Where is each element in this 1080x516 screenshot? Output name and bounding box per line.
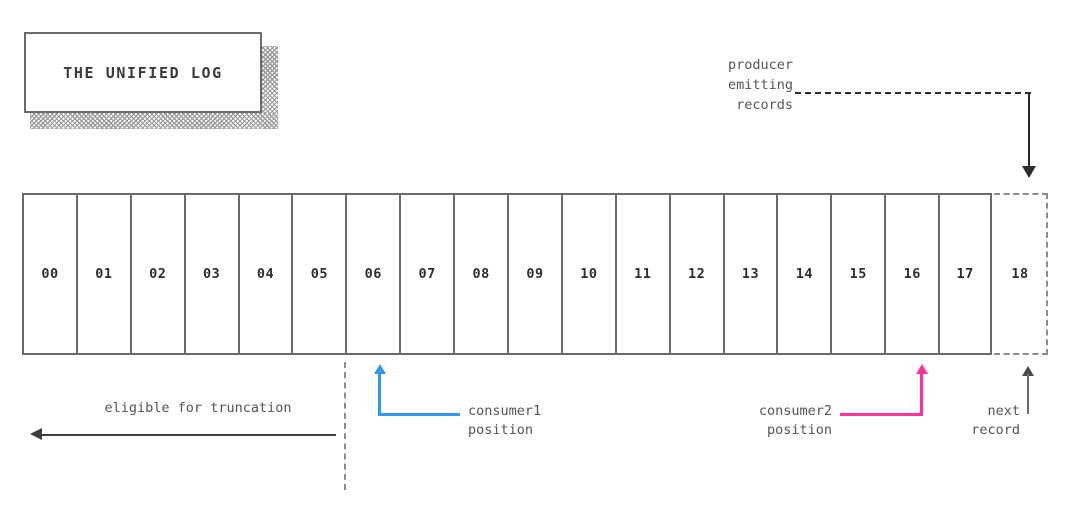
next-record-label: next record: [971, 403, 1020, 438]
log-cell: 15: [830, 193, 885, 355]
consumer1-arrow-icon: [374, 364, 386, 374]
title-card-shadow-bottom: [30, 113, 278, 129]
consumer1-connector-vertical: [378, 372, 381, 416]
log-cell-label: 11: [634, 266, 652, 282]
log-cell-label: 13: [741, 266, 760, 282]
log-cell-label: 09: [526, 266, 544, 282]
consumer1-label: consumer1 position: [468, 403, 542, 438]
log-cell: 03: [183, 193, 238, 355]
log-cell-label: 07: [418, 266, 436, 282]
log-cell-label: 17: [956, 266, 974, 282]
producer-label: producer emitting records: [727, 57, 793, 113]
log-cell-label: 14: [795, 266, 814, 282]
next-record-connector-vertical: [1027, 374, 1029, 414]
log-cell: 18: [994, 193, 1048, 355]
log-cell: 12: [668, 193, 723, 355]
log-cell-label: 00: [41, 266, 59, 282]
log-cell-label: 15: [849, 266, 867, 282]
log-cell: 16: [884, 193, 939, 355]
log-cell: 17: [938, 193, 993, 355]
title-card-shadow-right: [262, 46, 278, 129]
log-cell: 05: [291, 193, 346, 355]
log-cell: 11: [614, 193, 669, 355]
log-cell-label: 04: [256, 266, 275, 282]
consumer1-connector-horizontal: [378, 413, 460, 416]
log-cell-label: 18: [1011, 266, 1029, 282]
log-cell-label: 12: [688, 266, 706, 282]
log-cell: 02: [129, 193, 184, 355]
producer-arrow-icon: [1022, 166, 1036, 178]
log-cell: 09: [507, 193, 561, 355]
log-cell-label: 01: [95, 266, 113, 282]
log-cell-label: 03: [202, 266, 221, 282]
log-cell: 10: [560, 193, 615, 355]
truncation-boundary-guide: [344, 362, 346, 490]
log-cell-label: 10: [580, 266, 598, 282]
consumer2-connector-vertical: [920, 372, 923, 416]
log-strip: 00 01 02 03 04 05 06 07 08 09 10 11 12 13 14 15 16 17 18: [22, 193, 1048, 355]
next-record-arrow-icon: [1022, 366, 1034, 376]
log-cell: 04: [237, 193, 292, 355]
log-cell: 00: [22, 193, 76, 355]
title-card: THE UNIFIED LOG: [24, 32, 262, 113]
log-cell: 07: [399, 193, 454, 355]
log-cell-label: 05: [310, 266, 329, 282]
diagram-title: THE UNIFIED LOG: [63, 63, 223, 82]
log-cell-label: 06: [364, 266, 382, 282]
consumer2-label: consumer2 position: [758, 403, 832, 438]
consumer2-arrow-icon: [916, 364, 928, 374]
log-cell: 13: [722, 193, 777, 355]
producer-connector-vertical: [1028, 92, 1030, 168]
consumer2-connector-horizontal: [840, 413, 923, 416]
log-cell-label: 16: [903, 266, 921, 282]
log-cell: 14: [776, 193, 831, 355]
truncation-arrow-icon: [30, 428, 42, 440]
producer-connector-horizontal: [795, 92, 1031, 94]
log-cell: 01: [75, 193, 130, 355]
log-cell: 08: [453, 193, 508, 355]
log-cell: 06: [345, 193, 400, 355]
log-cell-label: 02: [149, 266, 167, 282]
log-cell-label: 08: [472, 266, 490, 282]
truncation-label: eligible for truncation: [104, 400, 292, 416]
truncation-arrow-line: [42, 434, 336, 436]
